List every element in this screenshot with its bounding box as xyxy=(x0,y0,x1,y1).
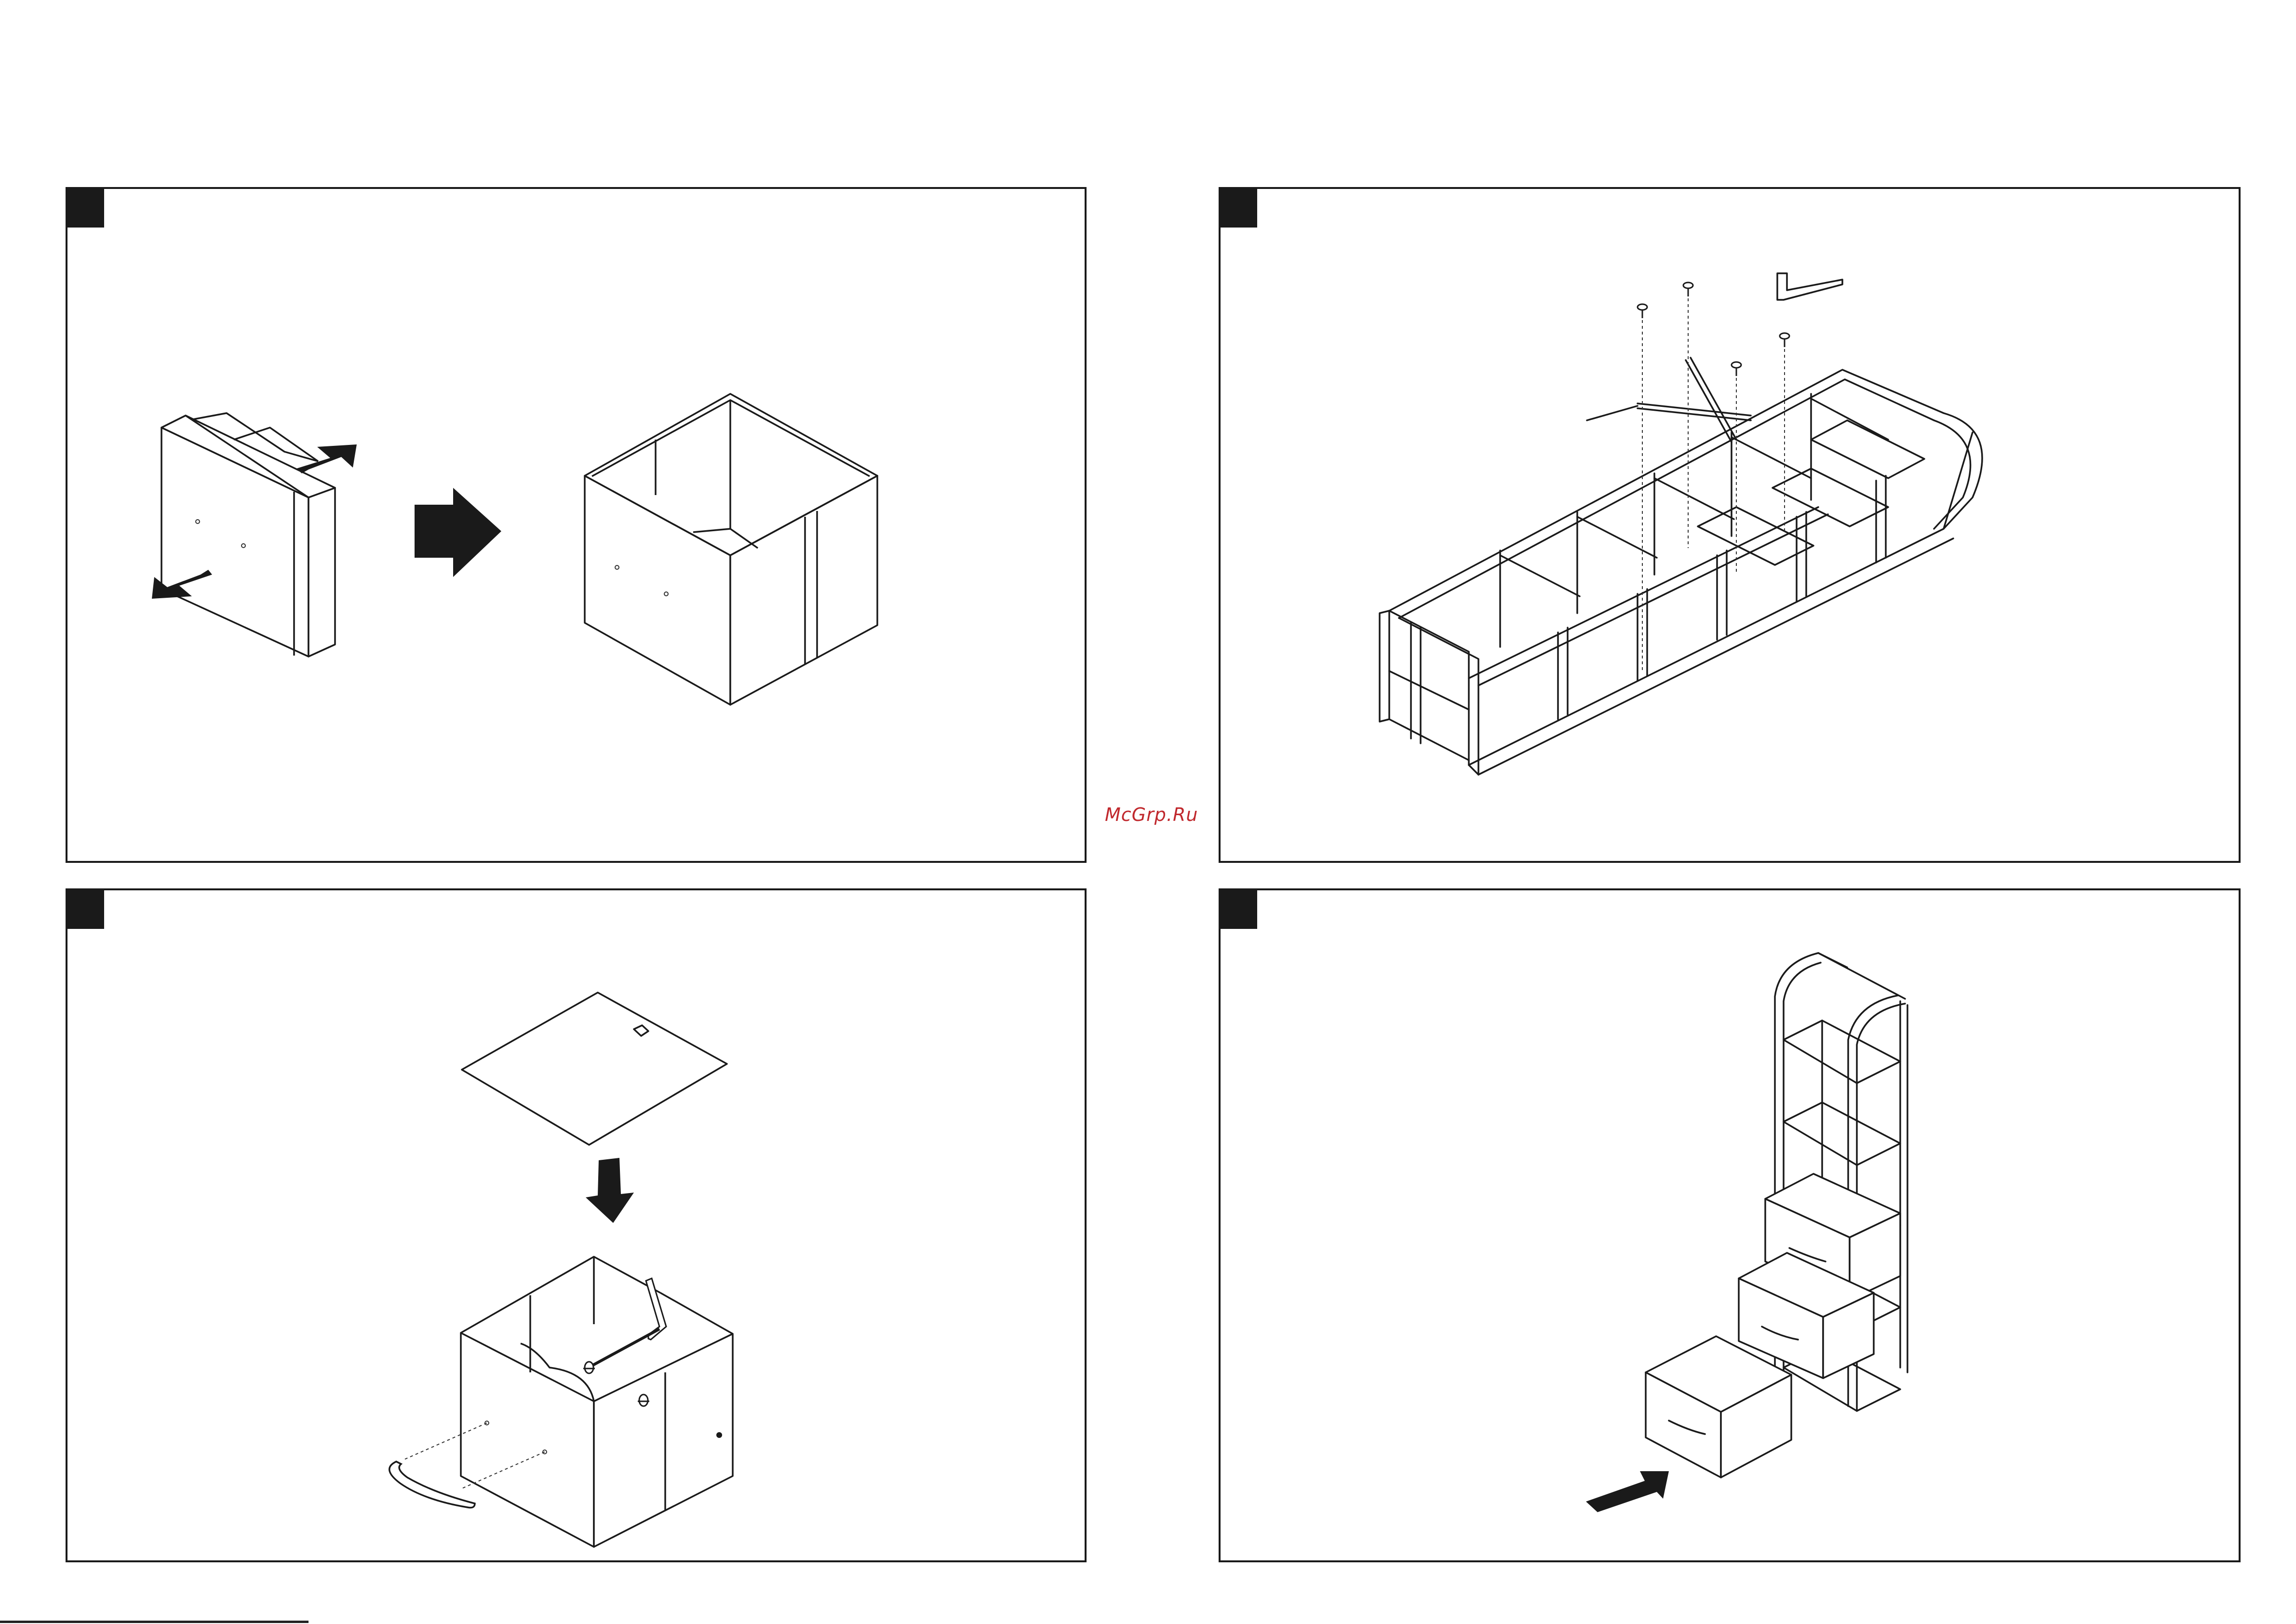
arrow-icon xyxy=(415,488,501,577)
step-panel-2 xyxy=(1219,187,2241,863)
arrow-icon xyxy=(586,1158,634,1223)
folded-box-side xyxy=(309,488,335,657)
drawer-board-handle-illustration xyxy=(67,890,1088,1564)
open-box-right xyxy=(730,476,877,705)
open-box-right xyxy=(594,1334,733,1547)
arrow-icon xyxy=(296,444,357,473)
tower-drawers-illustration xyxy=(1221,890,2242,1564)
step-panel-3 xyxy=(66,888,1087,1562)
step-panel-1 xyxy=(66,187,1087,863)
base-board xyxy=(462,993,727,1145)
fold-open-drawer-illustration xyxy=(67,189,1088,865)
arrow-icon xyxy=(1586,1471,1669,1512)
open-box-front xyxy=(585,476,730,705)
screw-icon xyxy=(1638,282,1789,376)
open-box-front xyxy=(461,1333,594,1547)
step-panel-4 xyxy=(1219,888,2241,1562)
footer-rule xyxy=(0,1621,309,1623)
frame-brace-illustration xyxy=(1221,189,2242,865)
hex-key-icon xyxy=(1777,273,1842,300)
watermark-text: McGrp.Ru xyxy=(1105,804,1198,825)
